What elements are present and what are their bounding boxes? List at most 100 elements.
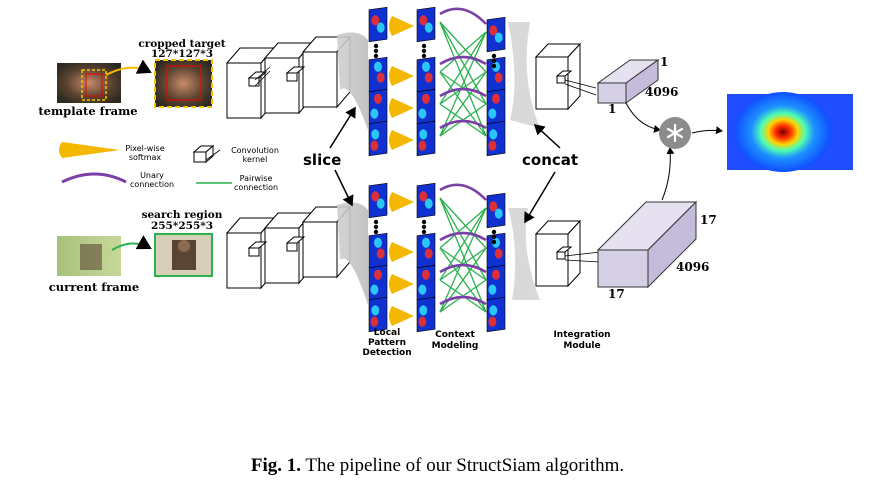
bottom-map-right-2: [486, 232, 506, 269]
crop-arrow-top: [105, 59, 152, 76]
bottom-unary-line-4: [439, 295, 487, 306]
top-map-right-ellipsis-dot: [491, 58, 497, 64]
search-region-size: 255*255*3: [151, 220, 213, 232]
dim-top-a: 1: [660, 55, 668, 69]
top-unary-line-4: [439, 119, 487, 130]
slice-label: slice: [303, 151, 341, 169]
bottom-map-right-3: [486, 264, 506, 301]
top-map-right-ellipsis-dot: [491, 53, 497, 59]
top-pairwise-line: [439, 31, 487, 137]
top-map-right-3: [486, 88, 506, 125]
bottom-pairwise-line: [439, 197, 487, 249]
feature-cuboid-top: [596, 59, 660, 104]
caption-text: The pipeline of our StructSiam algorithm…: [301, 455, 625, 476]
cropped-target-image: [154, 59, 213, 108]
top-pairwise-line: [439, 21, 487, 73]
bottom-pairwise-line: [439, 197, 487, 313]
bottom-map-left-1: [368, 182, 388, 219]
bottom-map-left-ellipsis-dot: [373, 219, 379, 225]
stage-label-local-2: Pattern: [368, 338, 406, 348]
top-map-left-ellipsis-dot: [373, 53, 379, 59]
top-pairwise-line: [439, 21, 487, 137]
top-pairwise-line: [439, 21, 487, 105]
crop-arrow-bottom: [111, 235, 152, 251]
top-map-mid-2: [416, 56, 436, 93]
top-unary-line-3: [439, 87, 487, 98]
conv-block-bottom-2: [263, 211, 314, 285]
bottom-pairwise-line: [439, 197, 487, 281]
slice-arrow-up: [329, 106, 356, 149]
bottom-map-mid-ellipsis-dot: [421, 224, 427, 230]
bottom-unary-line-2: [439, 231, 487, 242]
corr-arrow-bottom: [661, 147, 675, 201]
output-arrow: [691, 126, 723, 135]
legend-conv-2: kernel: [243, 155, 268, 164]
top-pairwise-line: [439, 31, 487, 73]
top-map-right-ellipsis-dot: [491, 63, 497, 69]
stage-label-integration-1: Integration: [553, 330, 610, 340]
top-unary-line-2: [439, 55, 487, 66]
bottom-softmax-3: [389, 274, 414, 294]
top-map-mid-1: [416, 6, 436, 43]
slice-arrow-down: [334, 169, 354, 207]
top-softmax-3: [389, 98, 414, 118]
top-unary-line-1: [439, 7, 487, 25]
legend-unary-1: Unary: [140, 171, 164, 180]
concat-arrow-up: [533, 123, 561, 149]
conv-stack-bottom: [225, 205, 352, 290]
bottom-map-right-ellipsis-dot: [491, 234, 497, 240]
feature-maps-top: [368, 6, 506, 157]
top-map-right-1: [486, 16, 506, 53]
bottom-softmax-4: [389, 306, 414, 326]
bottom-map-left-4: [368, 296, 388, 333]
bottom-map-left-ellipsis-dot: [373, 224, 379, 230]
concat-fan-top: [508, 22, 540, 128]
response-map: [727, 92, 853, 172]
bottom-map-right-ellipsis-dot: [491, 229, 497, 235]
top-map-mid-ellipsis-dot: [421, 53, 427, 59]
cropped-target-size: 127*127*3: [151, 48, 213, 60]
bottom-map-mid-ellipsis-dot: [421, 219, 427, 225]
integration-conv-bottom: [534, 219, 582, 288]
top-map-left-ellipsis-dot: [373, 48, 379, 54]
bottom-pairwise-line: [439, 207, 487, 249]
conv-kernel-legend-icon: [192, 144, 215, 164]
stage-label-context-1: Context: [435, 330, 475, 340]
current-frame-image: [57, 236, 121, 276]
bottom-unary-line-3: [439, 263, 487, 274]
caption-prefix: Fig. 1.: [250, 455, 301, 476]
bottom-map-left-3: [368, 264, 388, 301]
top-softmax-1: [389, 16, 414, 36]
dim-bottom-b: 4096: [676, 260, 709, 274]
bottom-map-mid-ellipsis-dot: [421, 229, 427, 235]
stage-label-integration-2: Module: [563, 341, 600, 351]
top-softmax-2: [389, 66, 414, 86]
bottom-unary-line-1: [439, 183, 487, 201]
top-map-mid-ellipsis-dot: [421, 48, 427, 54]
slice-fan-top: [337, 32, 368, 130]
bottom-map-mid-1: [416, 182, 436, 219]
legend-softmax-2: softmax: [129, 153, 162, 162]
top-map-left-4: [368, 120, 388, 157]
legend: Pixel-wise softmax Convolution kernel Un…: [59, 142, 279, 192]
top-softmax-4: [389, 130, 414, 150]
stage-label-local-3: Detection: [362, 348, 411, 358]
concat-arrow-down: [524, 171, 556, 224]
concat-label: concat: [522, 151, 578, 169]
softmax-legend-icon: [59, 142, 120, 158]
bottom-map-mid-2: [416, 232, 436, 269]
template-frame-label: template frame: [38, 104, 137, 118]
integration-conv-top: [534, 42, 582, 111]
stage-label-local-1: Local: [374, 328, 400, 338]
dim-top-c: 1: [608, 102, 616, 116]
template-frame-image: [57, 63, 121, 103]
bottom-map-right-4: [486, 296, 506, 333]
bottom-map-mid-3: [416, 264, 436, 301]
bottom-map-mid-4: [416, 296, 436, 333]
legend-softmax-1: Pixel-wise: [125, 144, 164, 153]
bottom-map-right-1: [486, 192, 506, 229]
legend-unary-2: connection: [130, 180, 174, 189]
legend-pairwise-2: connection: [234, 183, 278, 192]
dim-bottom-a: 17: [700, 213, 717, 227]
